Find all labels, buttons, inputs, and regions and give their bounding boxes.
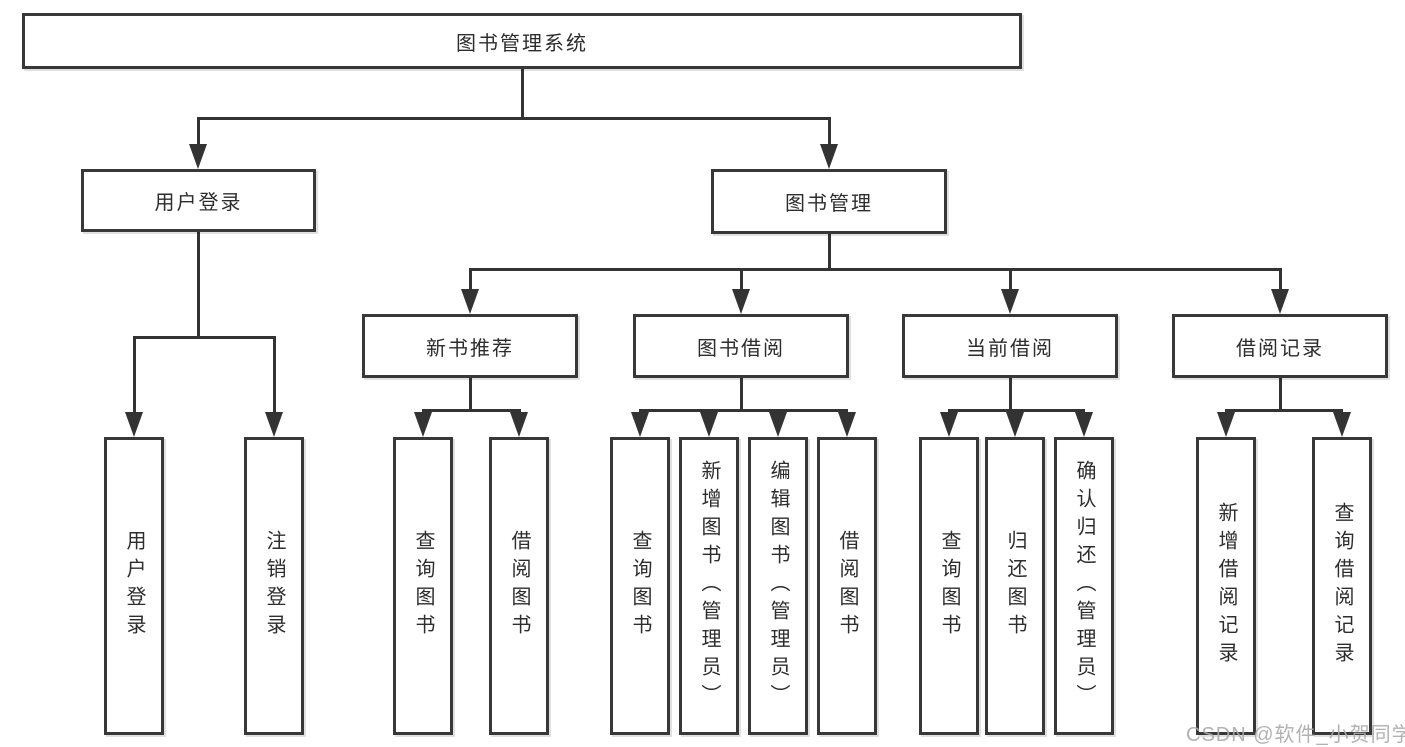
connector-drop	[1279, 268, 1282, 291]
leaf-add-borrow-record: 新增借阅记录	[1196, 437, 1256, 735]
node-label: 归还图书	[1004, 530, 1026, 642]
node-label: 借阅记录	[1236, 337, 1324, 360]
leaf-user-login: 用户登录	[104, 437, 164, 735]
connector-user-login-branch	[133, 336, 276, 339]
node-label: 确认归还（管理员）	[1073, 460, 1095, 712]
arrow-down-icon	[1075, 412, 1093, 437]
node-label: 图书管理	[785, 193, 873, 215]
leaf-search-books: 查询图书	[393, 437, 453, 735]
arrow-down-icon	[838, 412, 856, 437]
arrow-down-icon	[461, 289, 479, 314]
node-label: 用户登录	[123, 530, 145, 642]
arrow-down-icon	[1271, 289, 1289, 314]
arrow-down-icon	[700, 412, 718, 437]
node-book-borrowing: 图书借阅	[633, 314, 849, 378]
leaf-logout: 注销登录	[244, 437, 304, 735]
node-borrowing-records: 借阅记录	[1172, 314, 1388, 378]
connector-group-branch	[422, 409, 521, 412]
connector-root-stem	[521, 69, 524, 117]
leaf-add-books-admin: 新增图书（管理员）	[679, 437, 739, 735]
arrow-down-icon	[125, 412, 143, 437]
connector-level1-branch	[197, 117, 831, 120]
node-label: 借阅图书	[836, 530, 858, 642]
arrow-down-icon	[732, 289, 750, 314]
node-label: 查询图书	[629, 530, 651, 642]
node-label: 用户登录	[154, 192, 243, 214]
connector-group-branch	[948, 409, 1085, 412]
arrow-down-icon	[1217, 412, 1235, 437]
arrow-down-icon	[1001, 289, 1019, 314]
node-label: 注销登录	[263, 530, 285, 642]
connector-group-branch	[639, 409, 848, 412]
connector-drop	[273, 336, 276, 414]
connector-drop	[133, 336, 136, 414]
node-library-management-system: 图书管理系统	[22, 13, 1022, 69]
connector-group-branch	[1225, 409, 1343, 412]
leaf-search-borrow-record: 查询借阅记录	[1312, 437, 1372, 735]
arrow-down-icon	[265, 412, 283, 437]
node-label: 新增借阅记录	[1215, 502, 1237, 670]
leaf-borrow-books: 借阅图书	[489, 437, 549, 735]
arrow-down-icon	[940, 412, 958, 437]
leaf-return-books: 归还图书	[985, 437, 1045, 735]
connector-book-mgmt-branch	[469, 268, 1281, 271]
connector-drop	[1009, 268, 1012, 291]
node-label: 编辑图书（管理员）	[767, 460, 789, 712]
connector-drop	[469, 268, 472, 291]
leaf-search-books: 查询图书	[610, 437, 670, 735]
connector-book-mgmt-stem	[828, 234, 831, 268]
connector-group-stem	[1279, 378, 1282, 410]
leaf-edit-books-admin: 编辑图书（管理员）	[748, 437, 808, 735]
leaf-borrow-books: 借阅图书	[817, 437, 877, 735]
connector-drop	[197, 117, 200, 146]
arrow-down-icon	[1333, 412, 1351, 437]
connector-group-stem	[1009, 378, 1012, 410]
connector-drop	[828, 117, 831, 146]
arrow-down-icon	[414, 412, 432, 437]
connector-group-stem	[740, 378, 743, 410]
arrow-down-icon	[820, 144, 838, 169]
arrow-down-icon	[631, 412, 649, 437]
connector-user-login-stem	[197, 231, 200, 336]
node-label: 借阅图书	[508, 530, 530, 642]
arrow-down-icon	[1006, 412, 1024, 437]
node-label: 新书推荐	[426, 337, 514, 360]
node-label: 查询借阅记录	[1331, 502, 1353, 670]
arrow-down-icon	[510, 412, 528, 437]
connector-group-stem	[469, 378, 472, 410]
node-label: 查询图书	[412, 530, 434, 642]
node-label: 当前借阅	[966, 337, 1054, 360]
node-label: 新增图书（管理员）	[698, 460, 720, 712]
node-current-borrowing: 当前借阅	[902, 314, 1118, 378]
node-label: 查询图书	[938, 530, 960, 642]
node-new-book-recommendation: 新书推荐	[362, 314, 578, 378]
arrow-down-icon	[189, 144, 207, 169]
node-label: 图书借阅	[697, 337, 785, 360]
csdn-watermark: CSDN @软件_小贺同学	[1186, 724, 1405, 746]
leaf-confirm-return-admin: 确认归还（管理员）	[1054, 437, 1114, 735]
arrow-down-icon	[769, 412, 787, 437]
leaf-search-books: 查询图书	[919, 437, 979, 735]
node-user-login: 用户登录	[81, 169, 316, 232]
connector-drop	[740, 268, 743, 291]
node-label: 图书管理系统	[456, 32, 588, 55]
node-book-management: 图书管理	[711, 169, 947, 234]
